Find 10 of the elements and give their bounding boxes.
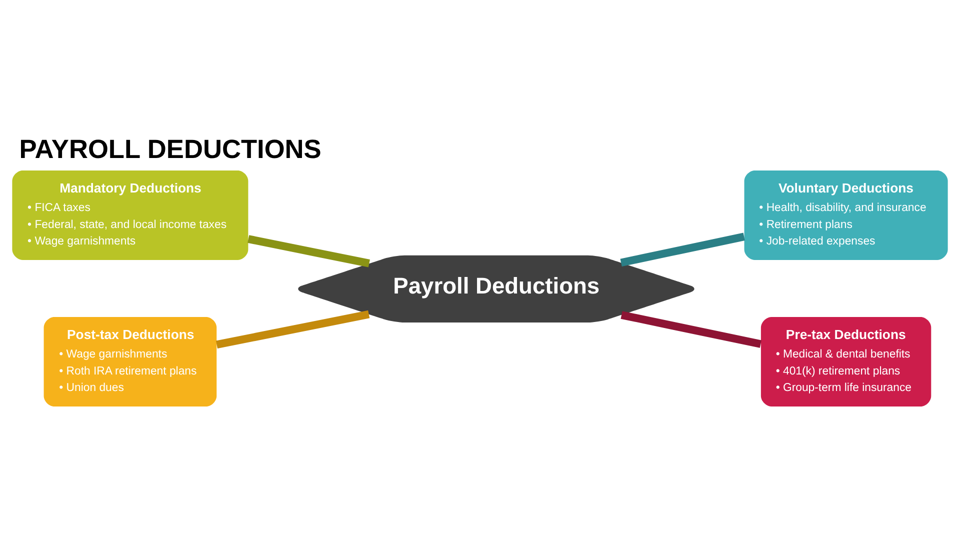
node-box: Post-tax Deductions • Wage garnishments • Roth IRA retirement plans • Union dues <box>44 316 217 406</box>
connector <box>620 310 762 348</box>
diagram-title: PAYROLL DEDUCTIONS <box>19 134 322 164</box>
connector <box>216 310 370 348</box>
connector <box>248 234 370 267</box>
connector <box>620 232 745 266</box>
node-box: Mandatory Deductions • FICA taxes • Federal, state, and local income taxes • Wage garnishments <box>12 170 248 260</box>
node-box: Voluntary Deductions • Health, disability, and insurance • Retirement plans • Job-related expenses <box>744 170 948 260</box>
node-box: Pre-tax Deductions • Medical & dental benefits • 401(k) retirement plans • Group-term life insurance <box>760 316 932 406</box>
node-ellipse: Payroll Deductions <box>298 254 694 322</box>
